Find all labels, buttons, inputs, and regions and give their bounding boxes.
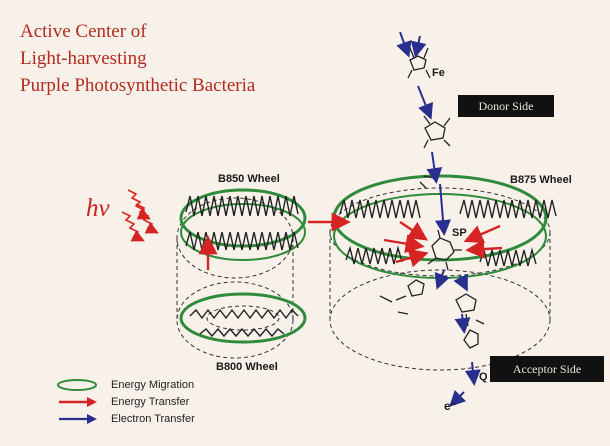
b800-ring — [181, 294, 305, 342]
b800-wheel-label: B800 Wheel — [216, 361, 278, 373]
title-line-1: Active Center of — [20, 18, 255, 45]
fe-label: Fe — [432, 67, 445, 79]
legend-electron-transfer: Electron Transfer — [55, 410, 195, 427]
hv-label: hν — [86, 195, 111, 222]
acceptor-side-box: Acceptor Side — [490, 356, 604, 382]
blue-arrow-icon — [55, 412, 99, 426]
electron-transfer-arrows — [400, 32, 474, 404]
title-line-2: Light-harvesting — [20, 45, 255, 72]
legend-energy-transfer: Energy Transfer — [55, 393, 195, 410]
reaction-center-molecules — [380, 230, 484, 348]
title-line-3: Purple Photosynthetic Bacteria — [20, 72, 255, 99]
red-arrow-icon — [55, 395, 99, 409]
sp-label: SP — [452, 227, 467, 239]
diagram-title: Active Center of Light-harvesting Purple… — [20, 18, 255, 99]
legend-energy-migration: Energy Migration — [55, 376, 195, 393]
donor-side-box: Donor Side — [458, 95, 554, 117]
b875-ring — [334, 176, 556, 278]
electron-label: e⁻ — [444, 399, 457, 413]
legend-energy-migration-label: Energy Migration — [111, 379, 194, 391]
green-ellipse-icon — [55, 378, 99, 392]
light-arrows — [122, 190, 156, 240]
q-label: Q — [479, 371, 488, 383]
legend-electron-transfer-label: Electron Transfer — [111, 413, 195, 425]
legend-energy-transfer-label: Energy Transfer — [111, 396, 189, 408]
legend: Energy Migration Energy Transfer Electro… — [55, 376, 195, 427]
b850-ring — [181, 190, 305, 260]
b875-wheel-label: B875 Wheel — [510, 174, 572, 186]
b850-wheel-label: B850 Wheel — [218, 173, 280, 185]
